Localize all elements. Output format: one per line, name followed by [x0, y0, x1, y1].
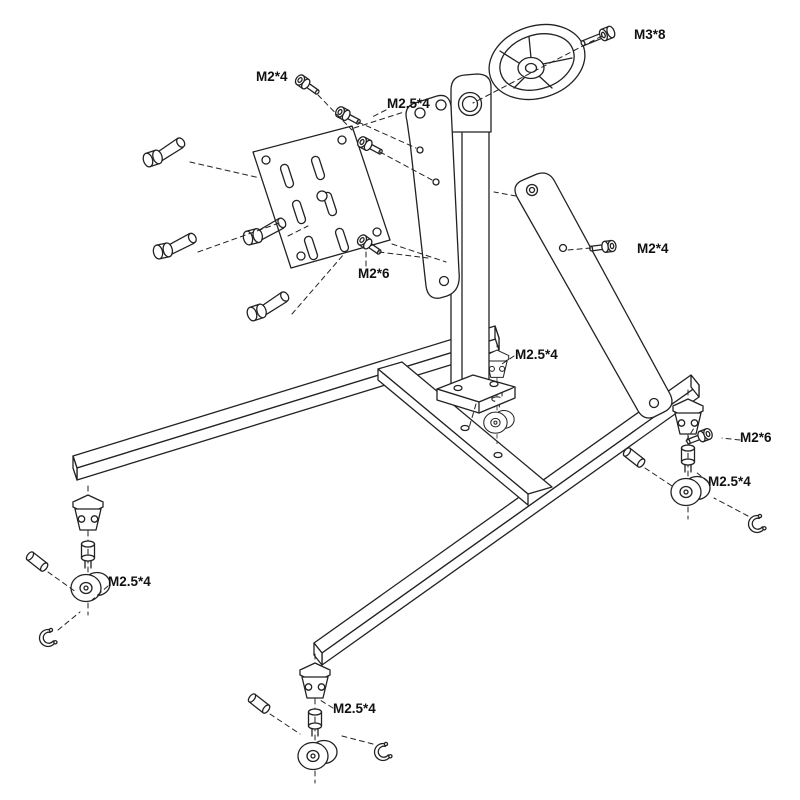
axle-pin-front [246, 691, 272, 716]
label-plate-screws-upper: M2*4 [256, 69, 288, 84]
mounting-plate [252, 125, 391, 269]
label-caster-front: M2.5*4 [333, 701, 376, 716]
front-brace [405, 94, 460, 299]
base-frame [72, 325, 700, 666]
e-clip-front [371, 740, 394, 764]
label-caster-left: M2.5*4 [108, 574, 151, 589]
crank-handle-4 [243, 288, 295, 323]
caster-right [670, 389, 711, 520]
e-clip-right [745, 512, 768, 536]
screw-m2x4-upper [292, 72, 323, 99]
part-labels: M3*8 M2*4 M2.5*4 M2*4 M2*6 M2.5*4 M2*6 M… [108, 27, 772, 716]
caster-left [70, 485, 111, 616]
handwheel [488, 23, 586, 101]
axle-pin-right [621, 445, 647, 470]
label-wheel-bolt: M3*8 [634, 27, 666, 42]
e-clip-left [36, 626, 59, 650]
leader-lines [47, 35, 749, 745]
wheel-bolt [580, 25, 616, 47]
label-caster-center: M2.5*4 [515, 347, 558, 362]
label-brace-screws-upper: M2.5*4 [387, 96, 430, 111]
caster-front [297, 653, 338, 784]
label-caster-right: M2.5*4 [708, 474, 751, 489]
label-caster-right-screw: M2*6 [740, 430, 772, 445]
label-brace-screw-right: M2*4 [637, 241, 669, 256]
rear-brace [514, 172, 673, 419]
label-column-screw: M2*6 [358, 266, 390, 281]
crank-handle-2 [150, 230, 201, 261]
column [424, 73, 516, 414]
crank-handle-1 [139, 134, 191, 169]
axle-pin-left [24, 549, 50, 574]
